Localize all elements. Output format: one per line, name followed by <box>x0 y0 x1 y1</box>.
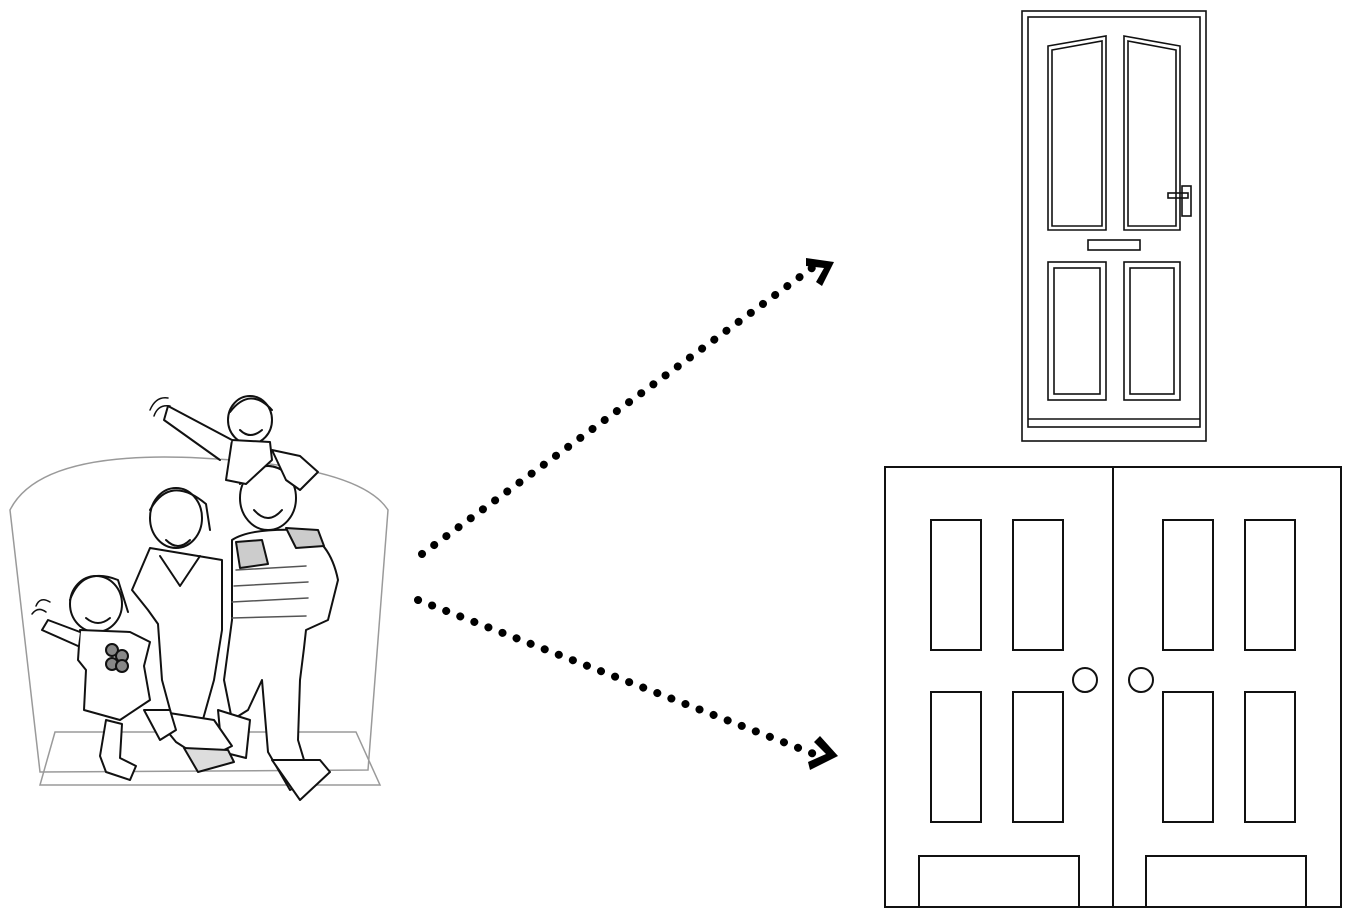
double-door-icon <box>880 462 1346 910</box>
arrow-to-double-door <box>418 600 838 770</box>
arrow-to-single-door <box>422 258 834 554</box>
choice-arrows <box>400 240 860 780</box>
family-walking-through-doorway-icon <box>0 380 400 840</box>
single-door-icon <box>1018 8 1210 444</box>
mother-head <box>150 488 202 548</box>
